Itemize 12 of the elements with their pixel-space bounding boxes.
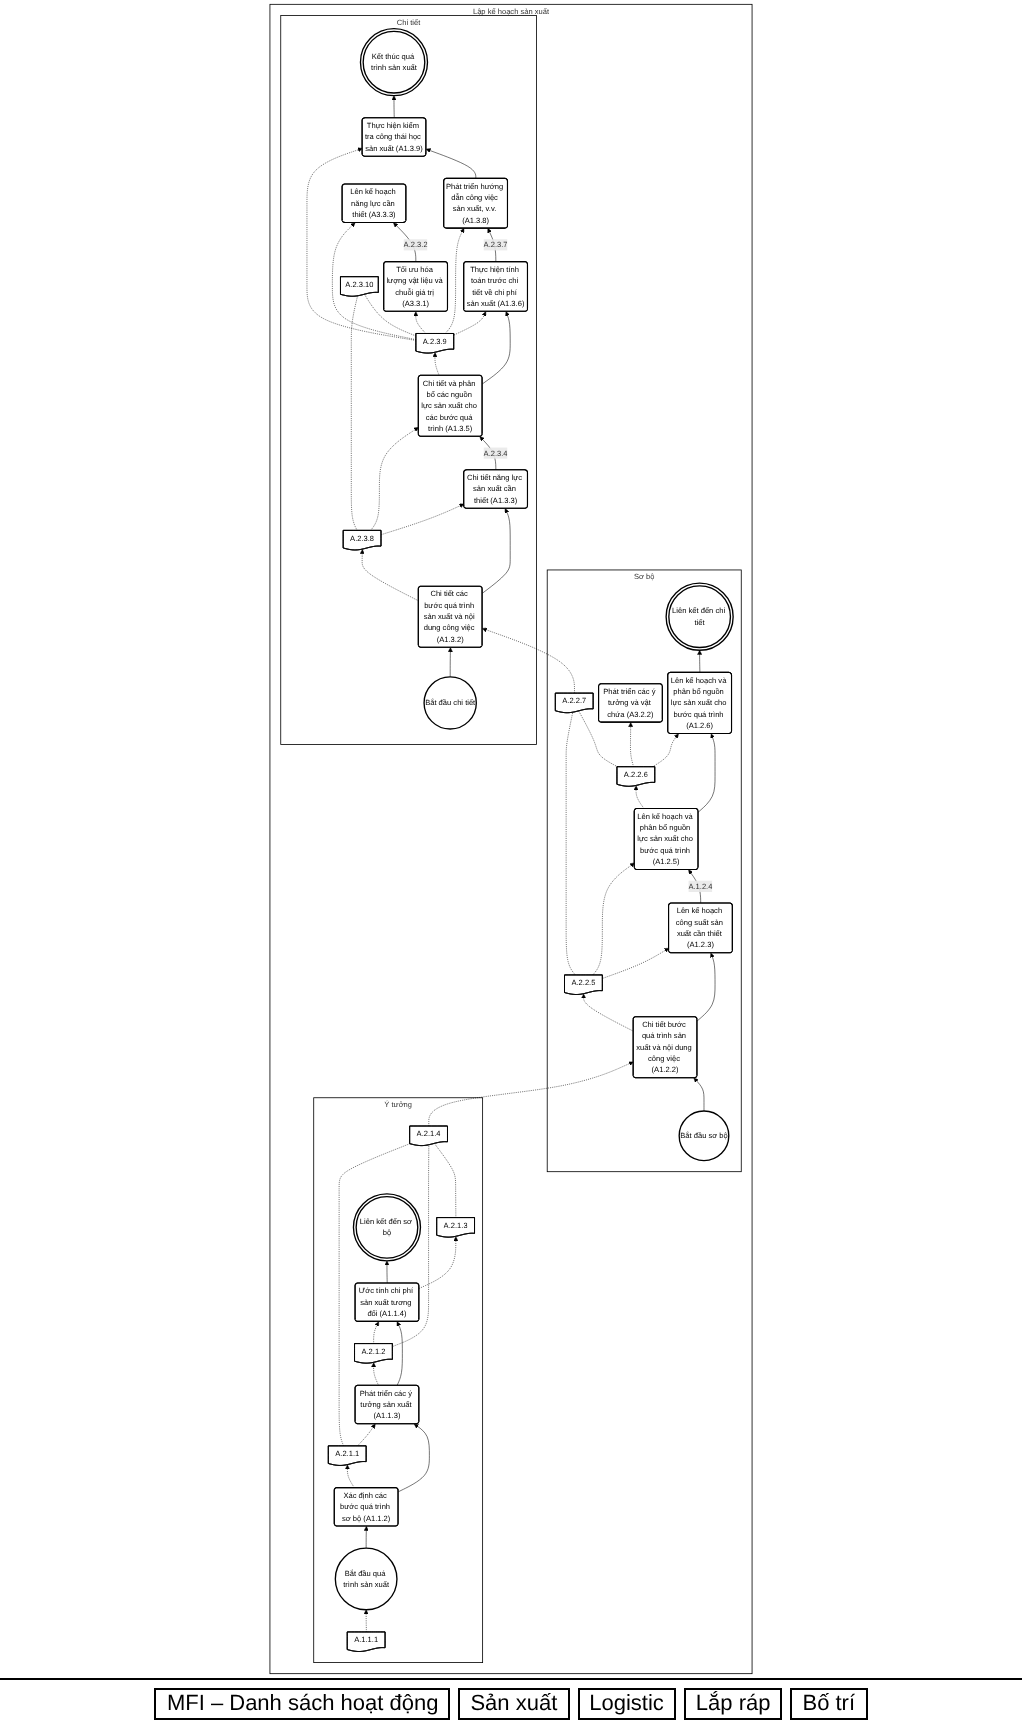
lane-header: Sản xuất bbox=[458, 1688, 570, 1720]
connector bbox=[392, 1144, 430, 1347]
connector bbox=[338, 1143, 411, 1447]
lane-header: Logistic bbox=[577, 1688, 676, 1720]
connector bbox=[434, 1143, 457, 1219]
connector bbox=[578, 710, 619, 768]
connector bbox=[364, 294, 417, 337]
lane-header: Bố trí bbox=[790, 1688, 868, 1720]
connector bbox=[351, 295, 358, 531]
lane-header: MFI – Danh sách hoạt động bbox=[154, 1688, 451, 1720]
lane-header: Lắp ráp bbox=[683, 1688, 783, 1720]
connector bbox=[565, 712, 576, 976]
